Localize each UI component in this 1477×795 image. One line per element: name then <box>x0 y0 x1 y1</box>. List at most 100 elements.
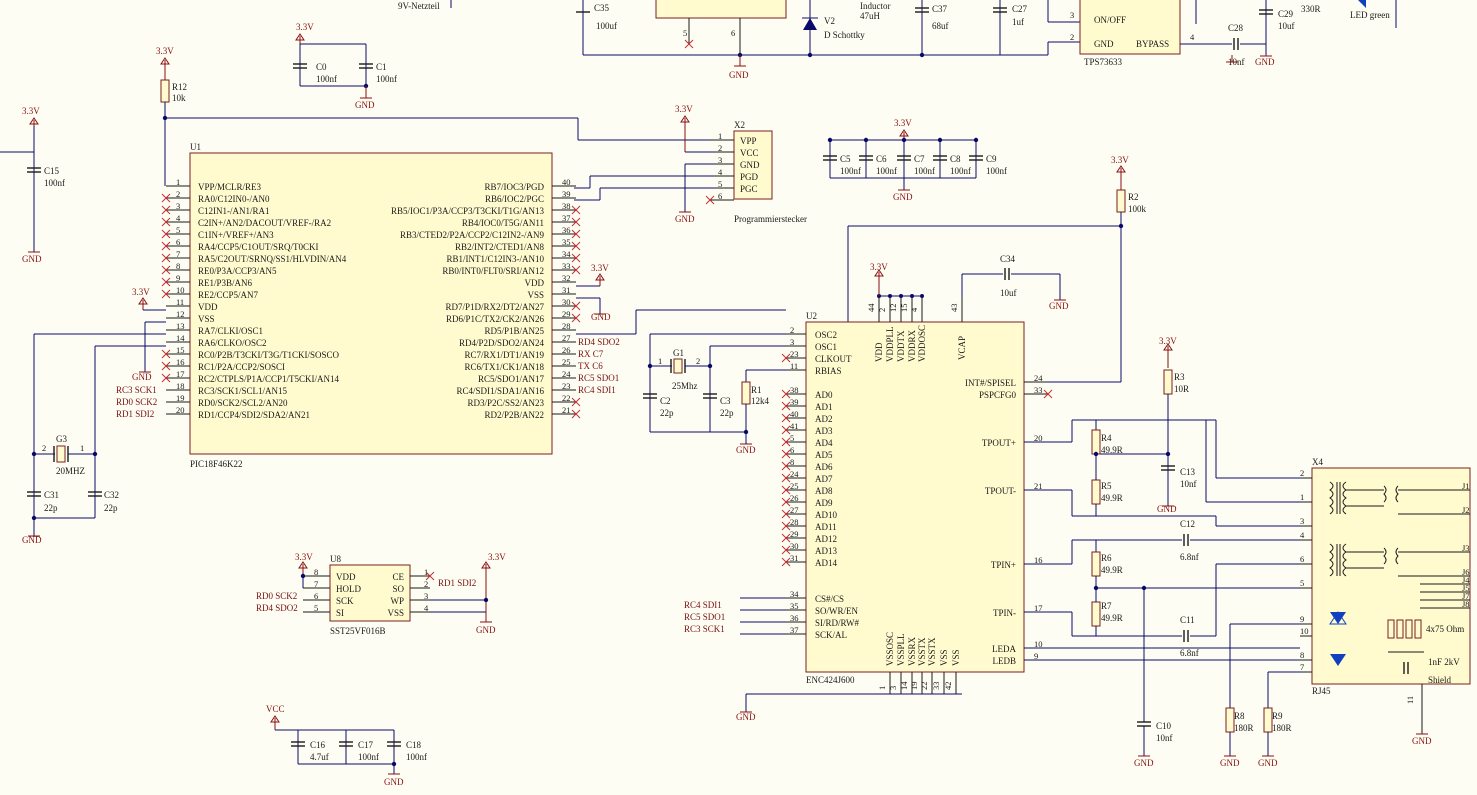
gnd-symbol: GND <box>1258 755 1278 768</box>
svg-text:CE: CE <box>392 572 404 582</box>
svg-text:PGD: PGD <box>740 172 759 182</box>
svg-text:GND: GND <box>736 712 756 722</box>
gnd-symbol: GND <box>476 612 496 635</box>
svg-text:GND: GND <box>729 70 749 80</box>
svg-text:TX C6: TX C6 <box>578 361 603 371</box>
u1-rd5-wire <box>576 309 786 335</box>
svg-text:180R: 180R <box>1272 723 1292 733</box>
svg-text:36: 36 <box>790 613 799 623</box>
svg-text:3.3V: 3.3V <box>488 552 506 562</box>
x4-pin-J1: J1 <box>1450 481 1470 491</box>
svg-text:1: 1 <box>1300 492 1304 502</box>
svg-text:2: 2 <box>718 143 722 153</box>
svg-text:5: 5 <box>683 28 687 38</box>
svg-text:3: 3 <box>718 155 722 165</box>
svg-text:OSC2: OSC2 <box>815 330 837 340</box>
svg-text:SI: SI <box>336 608 344 618</box>
x4-pin-7: 7 <box>1300 662 1312 673</box>
svg-text:8: 8 <box>790 457 794 467</box>
svg-text:180R: 180R <box>1234 723 1254 733</box>
gnd-symbol: GND <box>591 312 611 322</box>
svg-text:C0: C0 <box>316 62 327 72</box>
svg-text:Programmierstecker: Programmierstecker <box>734 214 807 224</box>
svg-text:R8: R8 <box>1234 711 1245 721</box>
svg-text:6.8nf: 6.8nf <box>1180 552 1199 562</box>
svg-text:24: 24 <box>790 469 799 479</box>
svg-text:C11: C11 <box>1180 615 1195 625</box>
svg-text:RB4/IOC0/T5G/AN11: RB4/IOC0/T5G/AN11 <box>462 218 544 228</box>
svg-text:2: 2 <box>696 356 700 366</box>
svg-text:24: 24 <box>562 369 571 379</box>
gnd-symbol: GND <box>1220 755 1240 768</box>
svg-text:C10: C10 <box>1156 721 1172 731</box>
power-vcc-symbol: VCC <box>266 704 285 730</box>
power-3v3-symbol: 3.3V <box>675 104 693 152</box>
svg-text:10: 10 <box>1034 639 1043 649</box>
svg-text:C13: C13 <box>1180 467 1196 477</box>
svg-text:100nf: 100nf <box>376 74 397 84</box>
power-3v3-symbol: 3.3V <box>894 118 912 140</box>
svg-text:RC4 SDI1: RC4 SDI1 <box>578 385 616 395</box>
gnd-symbol: GND <box>1134 755 1154 768</box>
svg-text:31: 31 <box>790 553 799 563</box>
svg-text:J5: J5 <box>1462 583 1470 593</box>
svg-text:41: 41 <box>790 421 799 431</box>
svg-text:RC4 SDI1: RC4 SDI1 <box>684 600 722 610</box>
svg-text:11: 11 <box>790 361 798 371</box>
svg-text:AD10: AD10 <box>815 510 837 520</box>
svg-text:1: 1 <box>877 686 887 690</box>
svg-text:2: 2 <box>42 443 46 453</box>
svg-text:10uf: 10uf <box>1000 288 1017 298</box>
svg-text:AD0: AD0 <box>815 390 833 400</box>
svg-text:23: 23 <box>562 381 571 391</box>
svg-text:20: 20 <box>176 405 185 415</box>
power-3v3-symbol: 3.3V <box>870 262 888 296</box>
svg-text:37: 37 <box>790 625 799 635</box>
svg-text:RC1/P2A/CCP2/SOSCI: RC1/P2A/CCP2/SOSCI <box>198 362 285 372</box>
svg-text:25Mhz: 25Mhz <box>672 381 698 391</box>
svg-text:7: 7 <box>1300 662 1304 672</box>
gnd-symbol: GND <box>1412 733 1432 746</box>
power-3v3-symbol: 3.3V <box>156 46 174 80</box>
svg-text:7: 7 <box>176 249 180 259</box>
svg-text:RC5 SDO1: RC5 SDO1 <box>684 612 725 622</box>
svg-text:GND: GND <box>1049 301 1069 311</box>
svg-text:2: 2 <box>424 579 428 589</box>
gnd-symbol: GND <box>893 189 913 202</box>
svg-text:5: 5 <box>718 179 722 189</box>
svg-text:8: 8 <box>1300 650 1304 660</box>
svg-text:RB3/CTED2/P2A/CCP2/C12IN2-/AN9: RB3/CTED2/P2A/CCP2/C12IN2-/AN9 <box>400 230 545 240</box>
svg-text:RB0/INT0/FLT0/SRI/AN12: RB0/INT0/FLT0/SRI/AN12 <box>442 266 544 276</box>
svg-text:GND: GND <box>1134 758 1154 768</box>
svg-text:22p: 22p <box>44 503 58 513</box>
svg-text:VSS: VSS <box>198 314 215 324</box>
svg-text:1: 1 <box>80 443 84 453</box>
svg-text:30: 30 <box>562 297 571 307</box>
svg-text:43: 43 <box>949 304 959 313</box>
svg-text:R7: R7 <box>1101 601 1112 611</box>
svg-text:RA5/C2OUT/SRNQ/SS1/HLVDIN/AN4: RA5/C2OUT/SRNQ/SS1/HLVDIN/AN4 <box>198 254 347 264</box>
svg-text:RC2/CTPLS/P1A/CCP1/T5CKI/AN14: RC2/CTPLS/P1A/CCP1/T5CKI/AN14 <box>198 374 340 384</box>
svg-text:100nf: 100nf <box>876 166 897 176</box>
svg-text:4: 4 <box>1300 530 1305 540</box>
x4-pin-1: 1 <box>1300 492 1312 503</box>
svg-text:AD9: AD9 <box>815 498 833 508</box>
svg-text:47uH: 47uH <box>860 11 881 21</box>
svg-text:6: 6 <box>718 191 722 201</box>
gnd-symbol <box>1226 55 1238 63</box>
